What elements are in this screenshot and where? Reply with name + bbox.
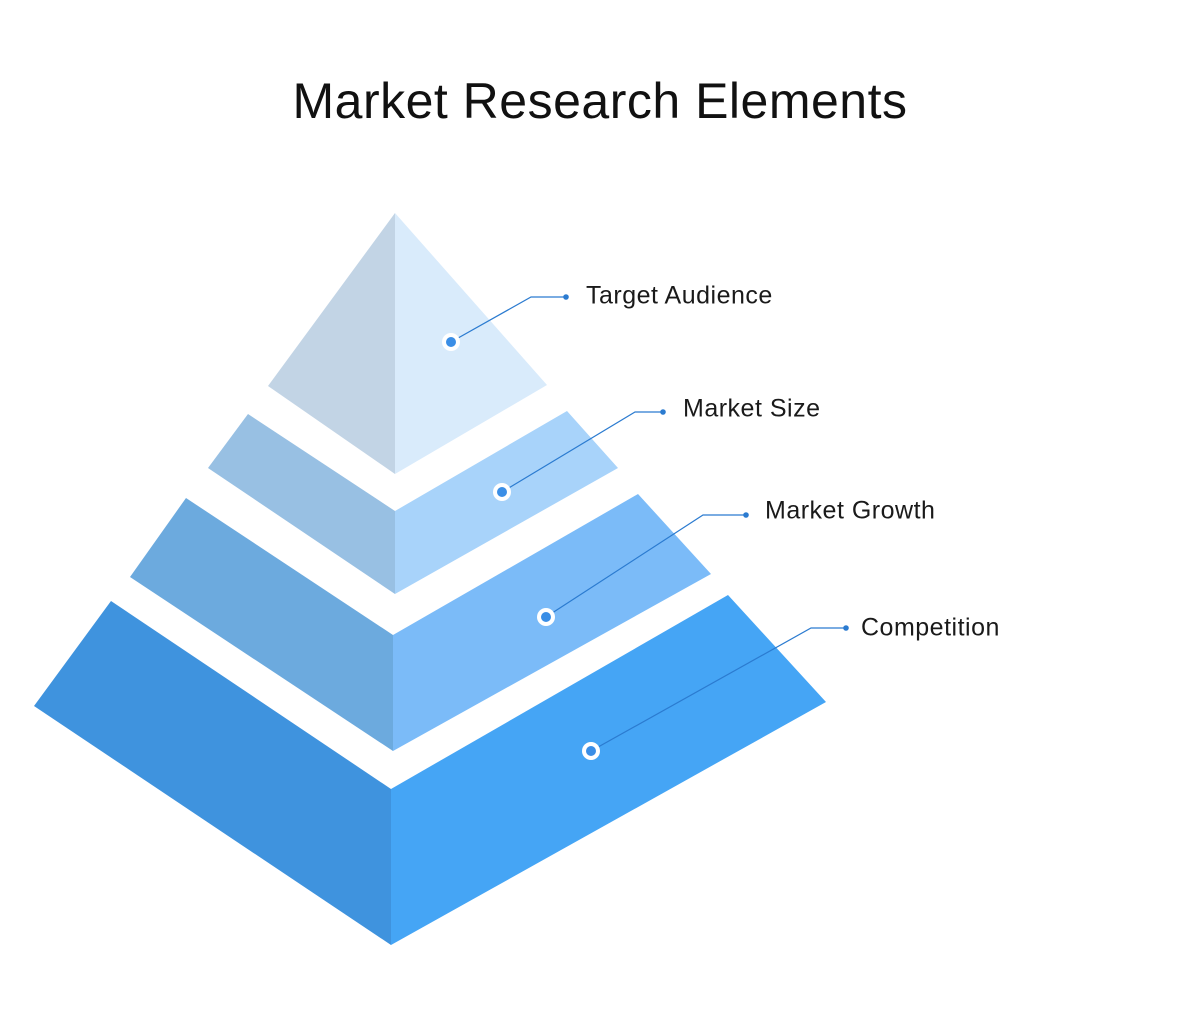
layer-label: Target Audience xyxy=(586,282,773,310)
pyramid-layer-3: Market Growth xyxy=(130,494,935,751)
leader-end-dot xyxy=(563,294,569,300)
layer-label: Market Size xyxy=(683,395,820,423)
layer-left-face xyxy=(268,213,395,474)
layer-left-face xyxy=(34,601,391,945)
layer-marker-dot xyxy=(497,487,507,497)
layer-marker-dot xyxy=(541,612,551,622)
layer-right-face xyxy=(391,595,826,945)
layer-marker-dot xyxy=(586,746,596,756)
leader-end-dot xyxy=(660,409,666,415)
layer-right-face xyxy=(395,213,547,474)
pyramid-layer-4: Competition xyxy=(34,595,1000,945)
layer-left-face xyxy=(208,414,395,594)
page-title: Market Research Elements xyxy=(292,73,908,129)
layer-label: Competition xyxy=(861,614,1000,642)
pyramid-layer-1: Target Audience xyxy=(268,213,773,474)
layer-marker-dot xyxy=(446,337,456,347)
leader-end-dot xyxy=(843,625,849,631)
leader-line xyxy=(501,411,663,493)
layer-right-face xyxy=(395,411,618,594)
leader-line xyxy=(450,296,566,343)
layer-left-face xyxy=(130,498,393,751)
leader-end-dot xyxy=(743,512,749,518)
layer-label: Market Growth xyxy=(765,497,935,525)
leader-line xyxy=(545,514,746,618)
pyramid-layer-2: Market Size xyxy=(208,395,820,594)
leader-line xyxy=(590,627,846,752)
